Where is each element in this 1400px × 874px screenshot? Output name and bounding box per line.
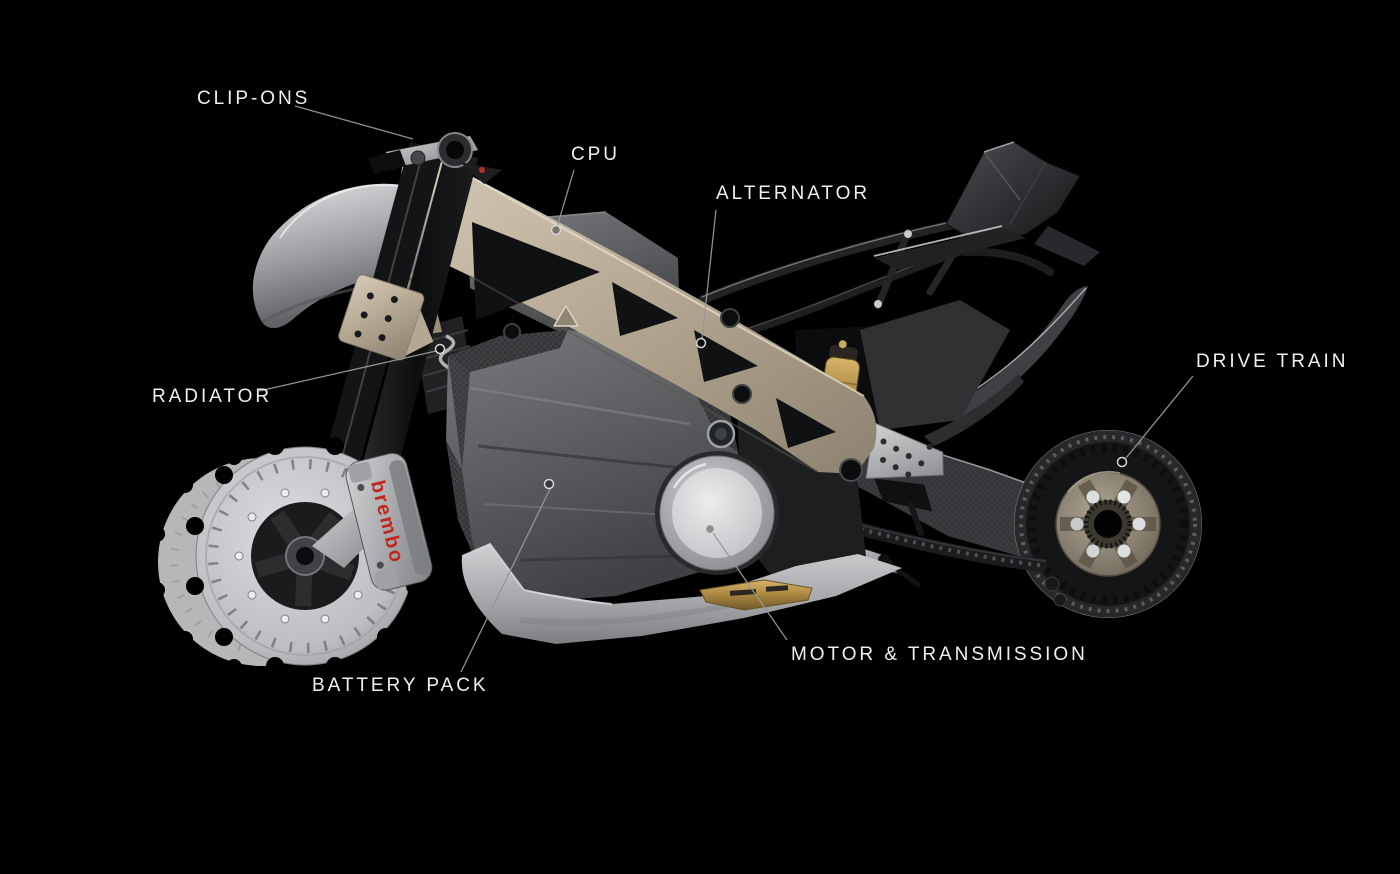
leader-line-alternator [701, 209, 717, 340]
front-brake: brembo [149, 437, 433, 675]
leader-line-motor-transmission [712, 532, 788, 641]
airbox-carbon-panel [860, 300, 1010, 430]
rearset-bracket [865, 421, 944, 537]
callout-label-drive-train: DRIVE TRAIN [1196, 351, 1349, 372]
callout-label-motor-transmission: MOTOR & TRANSMISSION [791, 644, 1088, 665]
fork-clamp [338, 274, 434, 361]
tail-section [873, 141, 1100, 270]
leader-dot-cpu [550, 224, 562, 236]
handlebar-cluster [368, 132, 502, 184]
rear-subframe [697, 219, 1054, 336]
leader-dot-radiator [434, 343, 446, 355]
leader-line-radiator [258, 350, 437, 392]
leader-line-clip-ons [294, 105, 414, 140]
leader-line-cpu [556, 169, 575, 228]
callout-label-cpu: CPU [571, 144, 620, 165]
callout-label-radiator: RADIATOR [152, 386, 272, 407]
motor-cover [655, 419, 779, 575]
callout-label-battery-pack: BATTERY PACK [312, 675, 489, 696]
leader-dot-battery-pack [543, 478, 555, 490]
leader-line-drive-train [1125, 375, 1194, 459]
rear-wheel-hub [1014, 430, 1202, 618]
callout-label-alternator: ALTERNATOR [716, 183, 871, 204]
leader-dot-motor-transmission [704, 523, 716, 535]
brembo-caliper: brembo [345, 452, 433, 591]
leader-dot-drive-train [1116, 456, 1128, 468]
leader-dot-alternator [695, 337, 707, 349]
leader-line-battery-pack [460, 488, 551, 673]
callout-label-clip-ons: CLIP-ONS [197, 88, 311, 109]
